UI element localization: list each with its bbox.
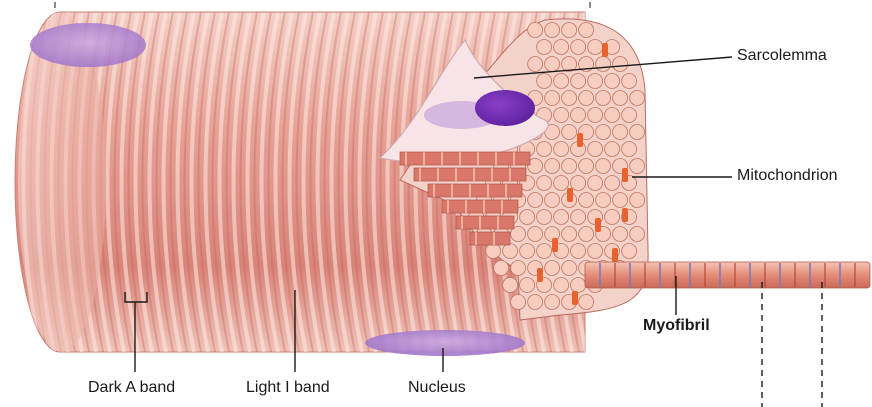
label-sarcolemma: Sarcolemma bbox=[737, 48, 827, 64]
nucleus-top bbox=[30, 23, 146, 67]
label-nucleus: Nucleus bbox=[408, 380, 466, 396]
label-light-i-band: Light I band bbox=[246, 380, 330, 396]
label-dark-a-band: Dark A band bbox=[88, 380, 175, 396]
nucleus-bottom bbox=[365, 330, 525, 356]
label-myofibril: Myofibril bbox=[643, 318, 710, 334]
label-mitochondrion: Mitochondrion bbox=[737, 168, 838, 184]
protruding-myofibril bbox=[585, 262, 870, 288]
